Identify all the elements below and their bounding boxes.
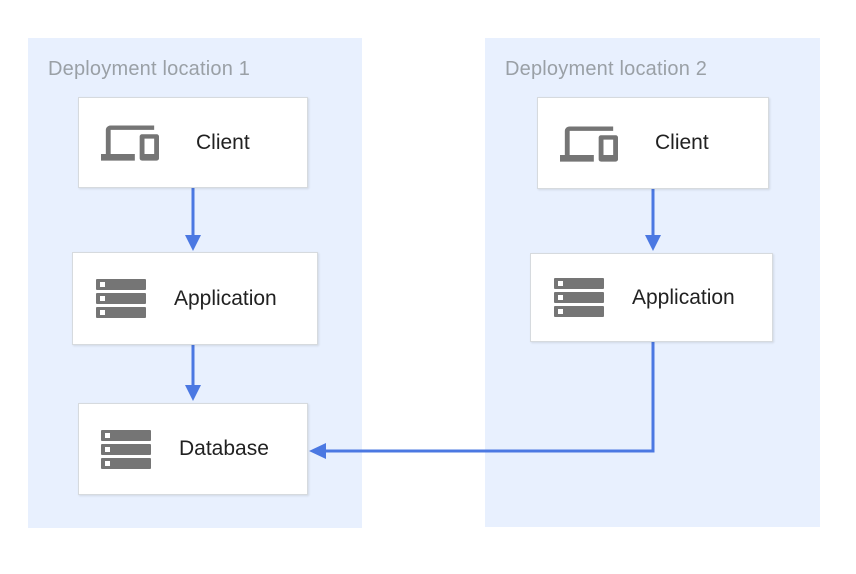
node-label: Database (179, 437, 269, 460)
node-client-1: Client (78, 97, 308, 188)
devices-icon (101, 120, 159, 165)
devices-icon (560, 121, 618, 166)
node-database-1: Database (78, 403, 308, 495)
node-application-2: Application (530, 253, 773, 342)
node-label: Client (196, 130, 250, 154)
deployment-location-1-label: Deployment location 1 (48, 58, 251, 80)
node-label: Application (174, 286, 277, 310)
deployment-location-2-label: Deployment location 2 (505, 58, 708, 80)
server-stack-icon (554, 278, 604, 317)
node-client-2: Client (537, 97, 769, 189)
server-stack-icon (101, 429, 151, 469)
server-stack-icon (96, 279, 146, 318)
node-application-1: Application (72, 252, 318, 345)
node-label: Application (632, 285, 735, 309)
node-label: Client (655, 131, 709, 154)
